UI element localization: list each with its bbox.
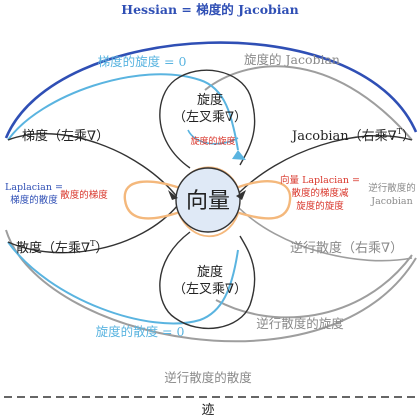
laplacian-line1: Laplacian = bbox=[5, 182, 63, 193]
div-of-revdiv-edge bbox=[5, 229, 417, 343]
right-orange-loop bbox=[235, 180, 292, 220]
div-of-curl-edge bbox=[7, 241, 239, 325]
vec-laplacian-line1: 向量 Laplacian = bbox=[280, 174, 360, 186]
laplacian-line2: 梯度的散度 bbox=[10, 194, 58, 206]
arrowhead-gradient bbox=[168, 190, 178, 200]
curl-bottom-line2: （左叉乘∇） bbox=[173, 282, 247, 297]
vec-laplacian-line3: 旋度的旋度 bbox=[296, 200, 344, 212]
curl-of-revdiv-edge bbox=[215, 254, 413, 319]
arrowhead-curl-top bbox=[232, 150, 246, 160]
curl-of-grad-label: 梯度的旋度 = 0 bbox=[98, 54, 187, 69]
reverse-div-label: 逆行散度（右乘∇） bbox=[290, 240, 403, 256]
curl-bottom-petal bbox=[159, 231, 256, 330]
curl-of-curl-edge bbox=[187, 129, 239, 145]
curl-top-line2: （左叉乘∇） bbox=[173, 110, 247, 125]
vec-laplacian-line2: 散度的梯度减 bbox=[291, 187, 349, 199]
trace-label: 迹 bbox=[201, 403, 214, 418]
revdiv-jacobian-line2: Jacobian bbox=[370, 196, 412, 207]
div-of-curl-label: 旋度的散度 = 0 bbox=[96, 324, 185, 339]
curl-bottom-line1: 旋度 bbox=[197, 264, 223, 280]
curl-top-line1: 旋度 bbox=[197, 92, 223, 108]
divergence-edge bbox=[7, 204, 179, 254]
left-orange-loop bbox=[123, 180, 181, 220]
curl-top-petal bbox=[159, 69, 256, 169]
curl-of-jacobian-label: 旋度的 Jacobian bbox=[244, 52, 340, 67]
div-of-grad-label: 散度的梯度 bbox=[60, 189, 108, 201]
vector-node bbox=[175, 167, 241, 233]
gradient-edge bbox=[7, 133, 179, 199]
jacobian-edge bbox=[235, 134, 413, 197]
div-of-revdiv-label: 逆行散度的散度 bbox=[164, 370, 252, 385]
divergence-label: 散度（左乘∇T） bbox=[16, 239, 108, 256]
curl-of-curl-label: 旋度的旋度 bbox=[190, 135, 235, 147]
jacobian-label: Jacobian（右乘∇T） bbox=[290, 127, 415, 144]
jacobian-of-curl-edge bbox=[204, 65, 413, 141]
hessian-edge bbox=[4, 41, 418, 139]
hessian-label: Hessian = 梯度的 Jacobian bbox=[121, 2, 298, 17]
reverse-div-edge bbox=[235, 204, 413, 262]
gradient-label: 梯度（左乘∇） bbox=[22, 128, 109, 144]
revdiv-jacobian-line1: 逆行散度的 bbox=[368, 182, 416, 194]
curl-of-revdiv-label: 逆行散度的旋度 bbox=[256, 316, 344, 331]
vector-node-label: 向量 bbox=[186, 189, 230, 214]
arrowhead-jacobian bbox=[236, 190, 246, 200]
